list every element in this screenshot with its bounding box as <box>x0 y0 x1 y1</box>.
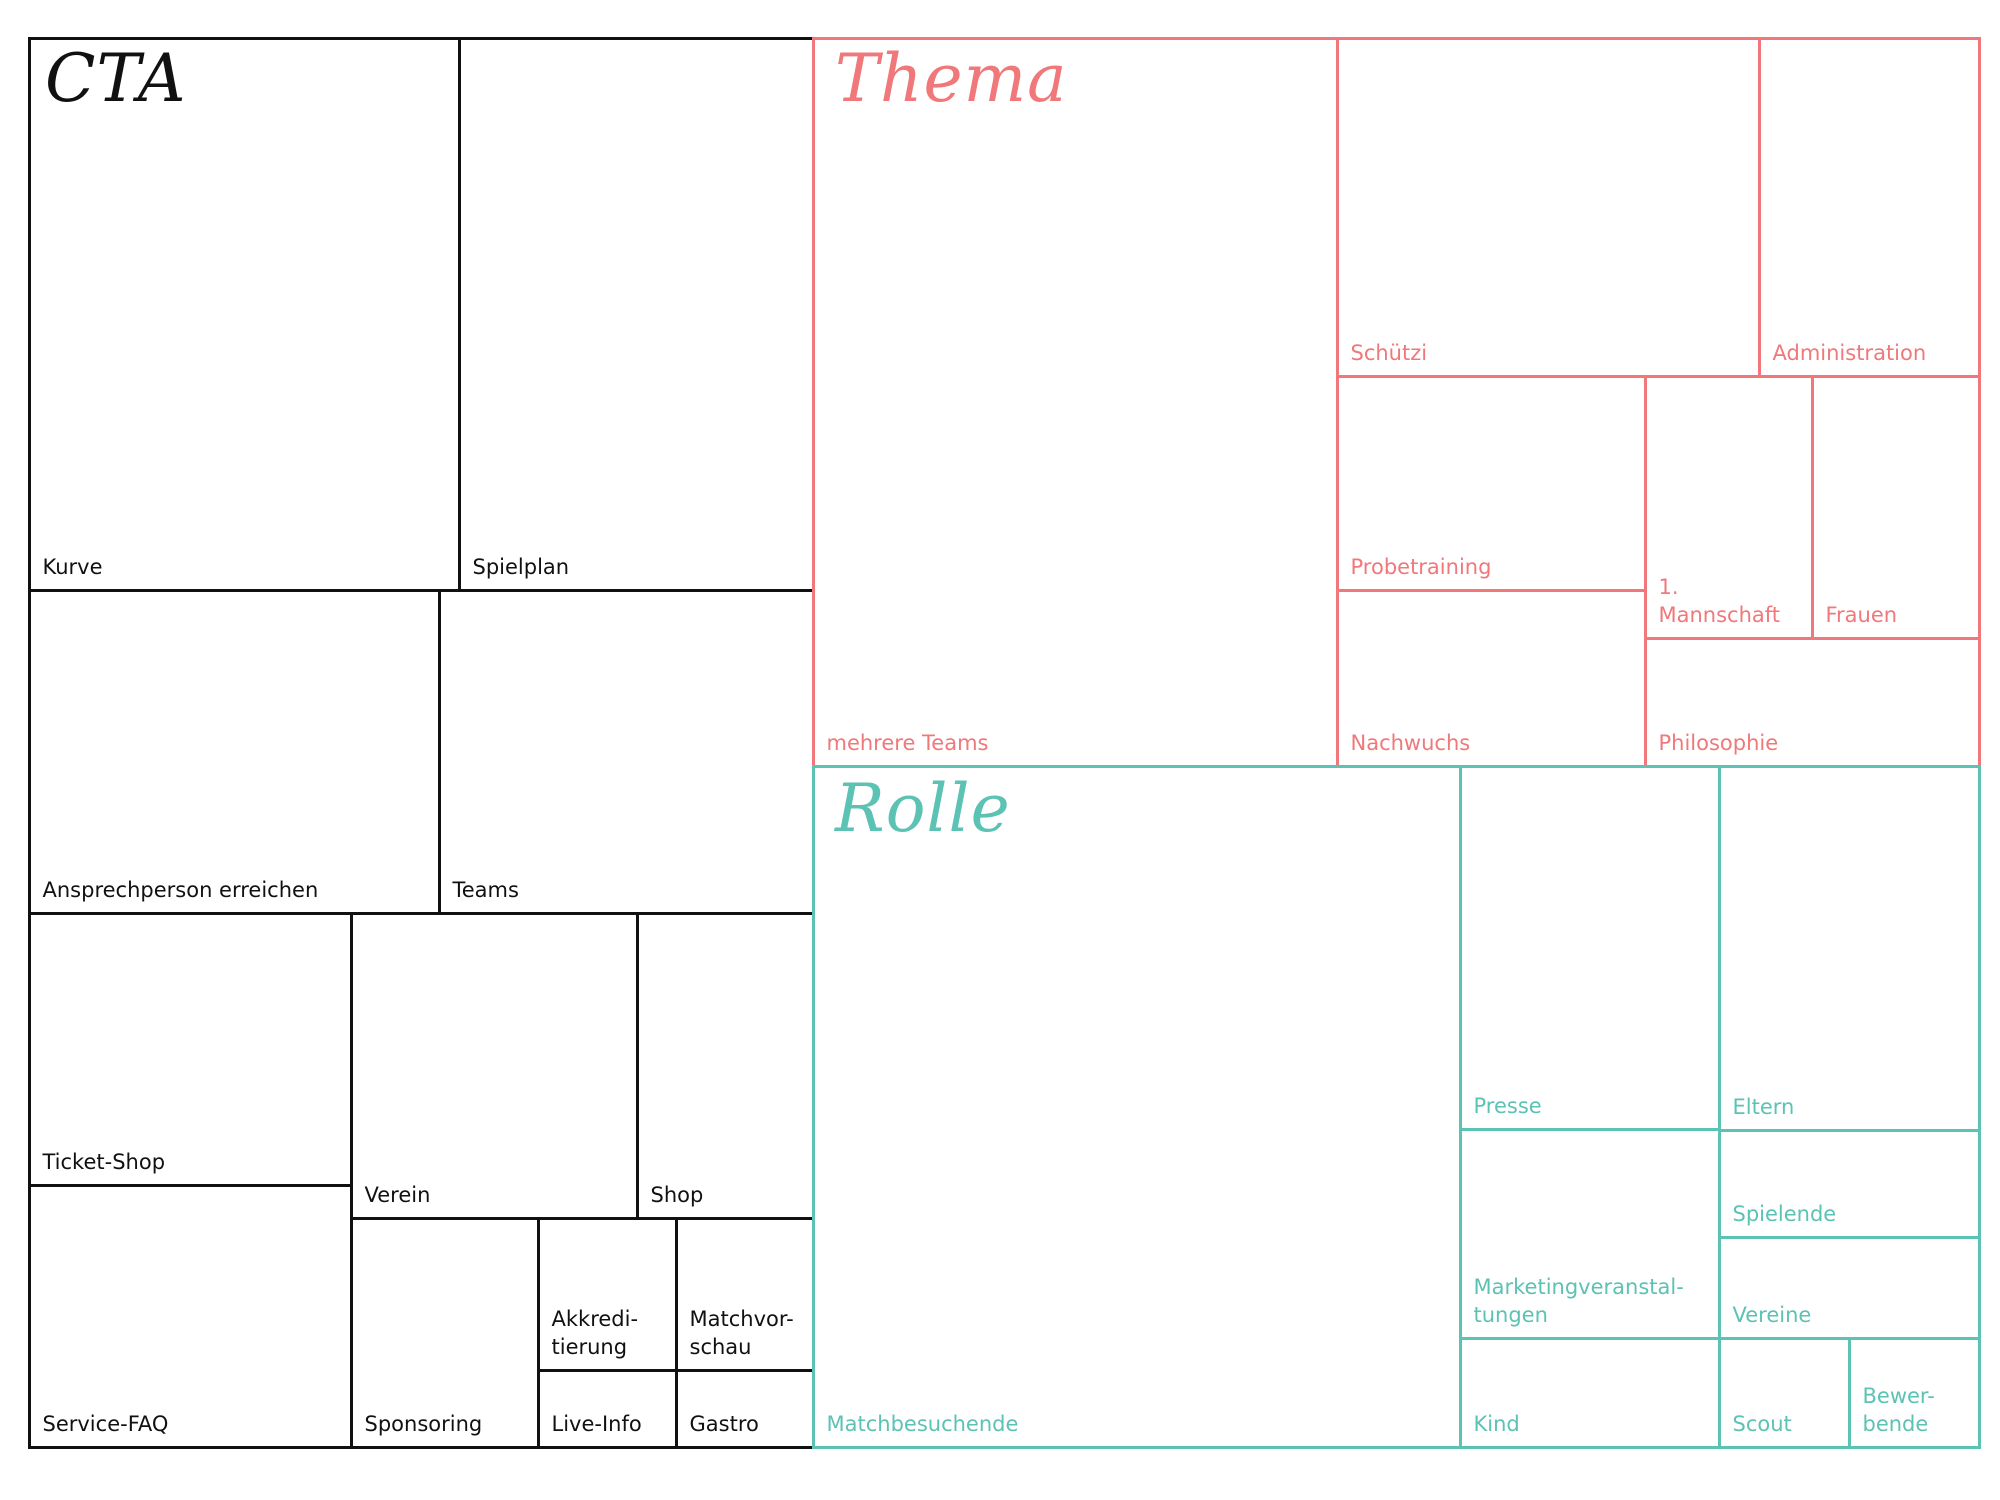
cta-label-kurve: Kurve <box>42 554 103 579</box>
thema-cell-philosophie: Philosophie <box>1643 636 1981 768</box>
rolle-label-scout: Scout <box>1732 1411 1792 1436</box>
cta-label-teams: Teams <box>452 877 519 902</box>
thema-label-schuetzi: Schützi <box>1350 340 1428 365</box>
rolle-label-eltern: Eltern <box>1732 1094 1795 1119</box>
cta-cell-spielplan: Spielplan <box>457 36 815 592</box>
rolle-cell-presse: Presse <box>1458 764 1721 1131</box>
cta-cell-matchvorschau: Matchvor- schau <box>674 1216 815 1372</box>
thema-cell-erste-mannschaft: 1. Mannschaft <box>1643 374 1814 640</box>
cta-label-gastro: Gastro <box>689 1411 759 1436</box>
rolle-label-matchbesuchende: Matchbesuchende <box>826 1411 1019 1436</box>
cta-label-ansprechperson: Ansprechperson erreichen <box>42 877 319 902</box>
thema-heading: Thema <box>835 40 1068 117</box>
cta-cell-service-faq: Service-FAQ <box>27 1183 353 1449</box>
cta-cell-sponsoring: Sponsoring <box>349 1216 540 1449</box>
cta-cell-ansprechperson: Ansprechperson erreichen <box>27 588 441 915</box>
rolle-cell-kind: Kind <box>1458 1336 1721 1449</box>
rolle-cell-marketing: Marketingveranstal- tungen <box>1458 1127 1721 1340</box>
cta-label-shop: Shop <box>650 1182 704 1207</box>
cta-label-ticket-shop: Ticket-Shop <box>42 1149 166 1174</box>
thema-label-nachwuchs: Nachwuchs <box>1350 730 1471 755</box>
cta-cell-shop: Shop <box>635 911 815 1220</box>
cta-label-live-info: Live-Info <box>551 1411 642 1436</box>
thema-label-probetraining: Probetraining <box>1350 554 1492 579</box>
cta-cell-live-info: Live-Info <box>536 1368 678 1449</box>
rolle-label-vereine: Vereine <box>1732 1302 1812 1327</box>
thema-cell-frauen: Frauen <box>1810 374 1981 640</box>
cta-label-matchvorschau: Matchvor- schau <box>689 1306 794 1359</box>
cta-cell-ticket-shop: Ticket-Shop <box>27 911 353 1187</box>
rolle-cell-scout: Scout <box>1717 1336 1851 1449</box>
cta-cell-gastro: Gastro <box>674 1368 815 1449</box>
thema-label-philosophie: Philosophie <box>1658 730 1779 755</box>
thema-label-erste-mannschaft: 1. Mannschaft <box>1658 574 1781 627</box>
cta-label-spielplan: Spielplan <box>472 554 570 579</box>
thema-cell-administration: Administration <box>1757 36 1981 378</box>
rolle-cell-matchbesuchende: Matchbesuchende <box>811 764 1462 1449</box>
cta-heading: CTA <box>45 40 187 117</box>
cta-cell-verein: Verein <box>349 911 639 1220</box>
thema-label-administration: Administration <box>1772 340 1927 365</box>
rolle-cell-bewerbende: Bewer- bende <box>1847 1336 1981 1449</box>
cta-label-verein: Verein <box>364 1182 431 1207</box>
cta-cell-kurve: Kurve <box>27 36 461 592</box>
cta-label-service-faq: Service-FAQ <box>42 1411 169 1436</box>
rolle-label-kind: Kind <box>1473 1411 1520 1436</box>
cta-label-sponsoring: Sponsoring <box>364 1411 483 1436</box>
rolle-cell-eltern: Eltern <box>1717 764 1981 1132</box>
thema-cell-nachwuchs: Nachwuchs <box>1335 588 1647 768</box>
cta-cell-akkreditierung: Akkredi- tierung <box>536 1216 678 1372</box>
rolle-label-presse: Presse <box>1473 1093 1542 1118</box>
rolle-cell-spielende: Spielende <box>1717 1128 1981 1239</box>
thema-cell-mehrere-teams: mehrere Teams <box>811 36 1339 768</box>
thema-cell-probetraining: Probetraining <box>1335 374 1647 592</box>
rolle-cell-vereine: Vereine <box>1717 1235 1981 1340</box>
rolle-label-spielende: Spielende <box>1732 1201 1837 1226</box>
thema-label-mehrere-teams: mehrere Teams <box>826 730 989 755</box>
cta-cell-teams: Teams <box>437 588 815 915</box>
cta-label-akkreditierung: Akkredi- tierung <box>551 1306 639 1359</box>
thema-cell-schuetzi: Schützi <box>1335 36 1761 378</box>
thema-label-frauen: Frauen <box>1825 602 1898 627</box>
rolle-heading: Rolle <box>835 770 1011 847</box>
rolle-label-marketing: Marketingveranstal- tungen <box>1473 1274 1684 1327</box>
rolle-label-bewerbende: Bewer- bende <box>1862 1383 1935 1436</box>
